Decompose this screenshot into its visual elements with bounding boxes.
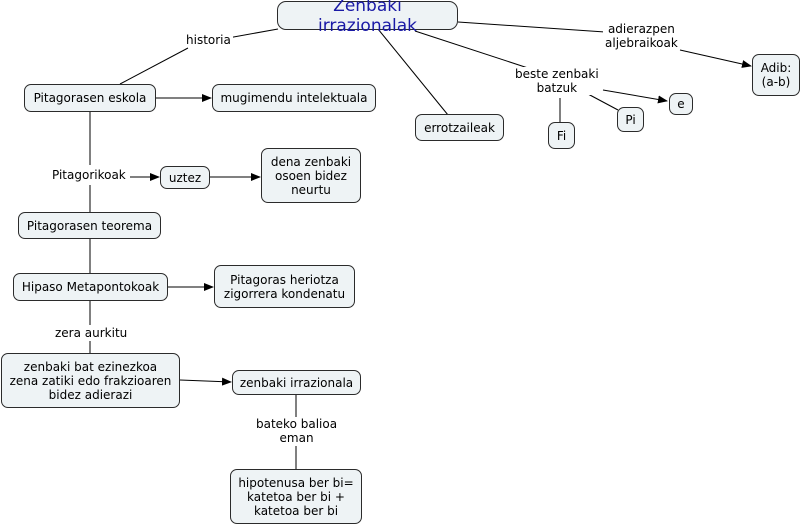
node-fi[interactable]: Fi — [548, 122, 575, 149]
label-bateko-balioa-eman: bateko balioa eman — [254, 417, 340, 445]
node-hipaso-metapontokoak[interactable]: Hipaso Metapontokoak — [13, 273, 168, 301]
link-beste-pi — [587, 93, 619, 111]
link-root-errotzaileak — [377, 28, 449, 116]
label-pitagorikoak: Pitagorikoak — [50, 168, 128, 182]
label-adierazpen-aljebraikoak: adierazpen aljebraikoak — [603, 22, 680, 50]
node-adib[interactable]: Adib: (a-b) — [752, 54, 800, 96]
arrow-zenbakibat-irrazionala — [179, 377, 232, 386]
node-errotzaileak[interactable]: errotzaileak — [415, 114, 504, 141]
node-pitagorasen-eskola[interactable]: Pitagorasen eskola — [24, 84, 156, 112]
node-pitagoras-heriotza[interactable]: Pitagoras heriotza zigorrera kondenatu — [214, 265, 355, 308]
link-root-adierazpen — [457, 21, 606, 33]
link-root-historia — [227, 28, 279, 39]
node-zenbaki-irrazionala[interactable]: zenbaki irrazionala — [232, 370, 361, 395]
node-uztez[interactable]: uztez — [160, 166, 210, 189]
node-zenbaki-irrazionalak[interactable]: Zenbaki irrazionalak — [277, 0, 458, 36]
link-historia-eskola — [119, 47, 189, 85]
node-dena-zenbaki[interactable]: dena zenbaki osoen bidez neurtu — [261, 148, 361, 203]
node-pitagorasen-teorema[interactable]: Pitagorasen teorema — [18, 212, 161, 239]
label-beste-zenbaki-batzuk: beste zenbaki batzuk — [513, 67, 601, 95]
node-zenbaki-bat-ezinezkoa[interactable]: zenbaki bat ezinezkoa zena zatiki edo fr… — [1, 353, 180, 408]
label-historia: historia — [184, 33, 233, 47]
node-pi[interactable]: Pi — [617, 107, 644, 132]
node-mugimendu-intelektuala[interactable]: mugimendu intelektuala — [212, 84, 376, 112]
node-hipotenusa[interactable]: hipotenusa ber bi= katetoa ber bi + kate… — [230, 469, 362, 524]
link-root-beste — [414, 30, 529, 69]
arrow-adierazpen-adib — [679, 49, 752, 68]
arrow-beste-e — [602, 89, 668, 104]
label-zera-aurkitu: zera aurkitu — [53, 326, 130, 340]
node-e[interactable]: e — [669, 93, 693, 115]
